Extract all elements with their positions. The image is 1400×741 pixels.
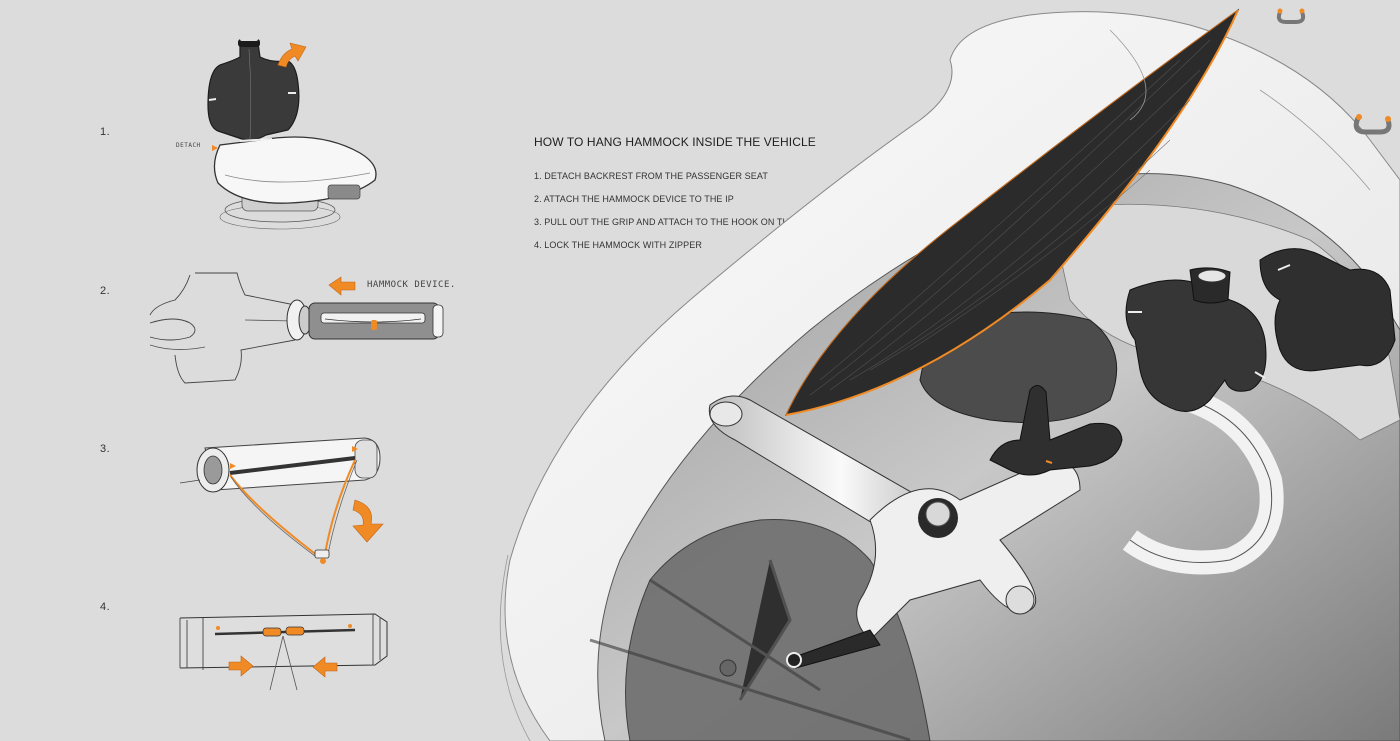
- step-number-4: 4.: [100, 601, 111, 613]
- instructions-title: HOW TO HANG HAMMOCK INSIDE THE VEHICLE: [534, 135, 816, 149]
- step-number-1: 1.: [100, 126, 111, 138]
- step-number-2: 2.: [100, 285, 111, 297]
- step-number-3: 3.: [100, 443, 111, 455]
- instruction-step-1: 1. DETACH BACKREST FROM THE PASSENGER SE…: [534, 171, 768, 181]
- seat-backrest-sketch-icon: [207, 37, 377, 230]
- detach-annotation: DETACH: [176, 142, 201, 149]
- instruction-step-2: 2. ATTACH THE HAMMOCK DEVICE TO THE IP: [534, 194, 734, 204]
- vehicle-interior-hammock-rendering-icon: [499, 8, 1400, 741]
- zipper-lock-sketch-icon: [179, 613, 388, 691]
- instruction-step-3: 3. PULL OUT THE GRIP AND ATTACH TO THE H…: [534, 217, 823, 227]
- grip-pull-sketch-icon: [179, 437, 384, 564]
- hammock-device-sketch-icon: [149, 272, 444, 384]
- hammock-device-annotation: HAMMOCK DEVICE.: [367, 280, 456, 290]
- instruction-step-4: 4. LOCK THE HAMMOCK WITH ZIPPER: [534, 240, 702, 250]
